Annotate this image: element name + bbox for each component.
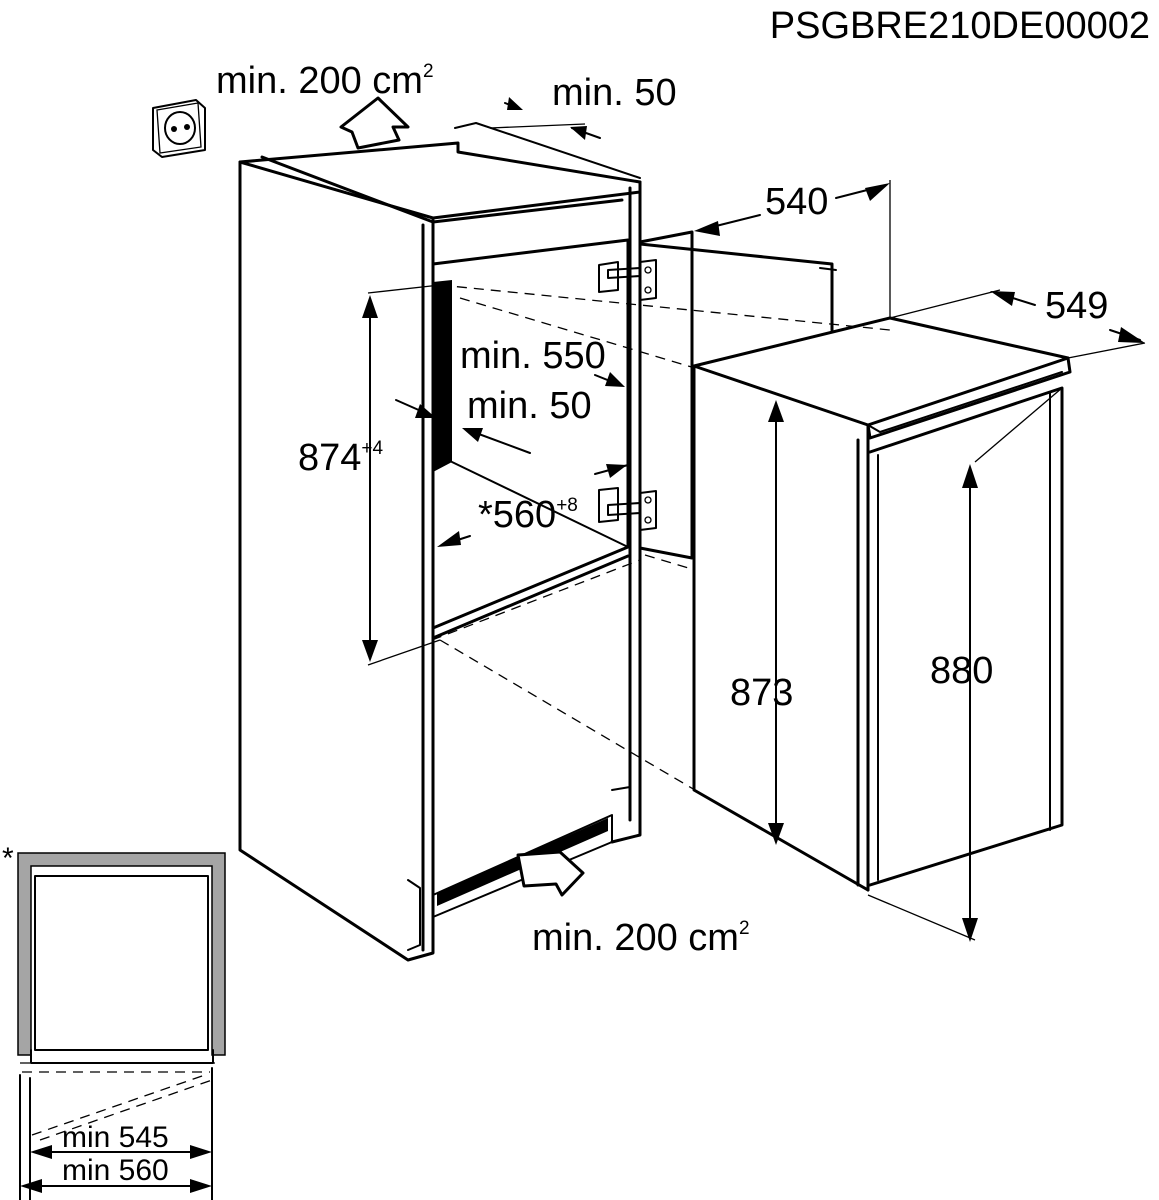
min-550-dimension [594,372,625,387]
height-873-label: 873 [730,672,793,714]
min-545-label: min 545 [62,1121,169,1154]
plan-view [17,852,226,1200]
hinge-bottom-icon [598,487,657,531]
height-874-label: 874+4 [298,437,384,479]
min-545-dimension [30,1145,212,1159]
top-gap-label: min. 50 [552,72,677,114]
depth-549-dimension [889,289,1146,359]
top-gap-dimension [489,97,601,140]
cabinet-door [638,230,837,560]
air-outlet-arrow-icon [339,96,410,150]
width-560-label: *560+8 [478,494,578,536]
min-50-side-label: min. 50 [467,385,592,427]
document-code: PSGBRE210DE00002 [770,5,1150,47]
width-560-dimension [437,464,629,547]
height-874-dimension [362,284,441,666]
min-560-dimension [20,1179,212,1193]
appliance [692,316,1072,892]
min-50-side-dimension [395,399,531,454]
cabinet [238,122,642,962]
vent-top-label: min. 200 cm2 [216,60,434,102]
hinge-top-icon [598,259,657,301]
min-550-label: min. 550 [460,335,606,377]
min-560-label: min 560 [62,1154,169,1187]
height-880-dimension [867,387,1063,942]
height-873-dimension [768,400,784,845]
asterisk-note: * [2,842,14,875]
power-socket-icon [152,99,206,158]
vent-bottom-label: min. 200 cm2 [532,917,750,959]
depth-549-label: 549 [1045,285,1108,327]
air-inlet-arrow-icon [516,850,585,897]
depth-540-label: 540 [765,181,828,223]
depth-540-dimension [691,180,891,370]
height-880-label: 880 [930,650,993,692]
